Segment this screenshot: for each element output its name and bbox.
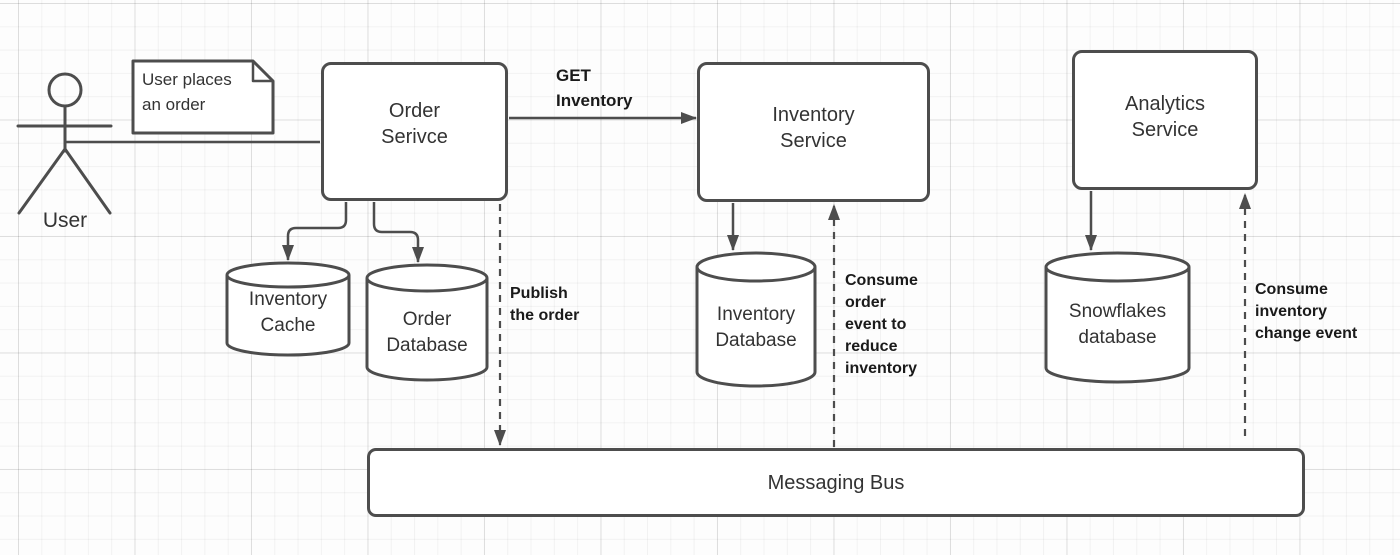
consume-inventory-change-edge-label: Consume inventory change event: [1255, 281, 1358, 342]
snowflakes-database-label: Snowflakes database: [1068, 300, 1167, 348]
snowflakes-database-cylinder[interactable]: [1044, 251, 1191, 384]
inventory-service-node[interactable]: Inventory Service: [697, 62, 930, 202]
note-shape[interactable]: [131, 59, 275, 135]
order-service-label: Order Serivce: [381, 99, 448, 148]
inventory-database-label: Inventory Database: [715, 303, 797, 351]
inventory-cache-label: Inventory Cache: [248, 289, 328, 336]
edge-order-service-inventory-cache[interactable]: [282, 202, 348, 261]
messaging-bus-node[interactable]: Messaging Bus: [367, 448, 1305, 517]
inventory-cache-cylinder[interactable]: [225, 261, 351, 357]
order-service-node[interactable]: Order Serivce: [321, 62, 508, 201]
inventory-service-label: Inventory Service: [772, 104, 855, 152]
analytics-service-label: Analytics Service: [1124, 93, 1206, 141]
publish-order-edge-label: Publish the order: [510, 285, 580, 324]
note-text: User places an order: [142, 70, 232, 114]
messaging-bus-label: Messaging Bus: [767, 471, 905, 494]
consume-order-edge-label: Consume order event to reduce inventory: [845, 272, 918, 377]
user-actor-label: User: [42, 209, 88, 232]
order-database-cylinder[interactable]: [365, 263, 489, 382]
order-database-label: Order Database: [386, 308, 468, 356]
user-actor-icon[interactable]: [16, 72, 113, 215]
edge-order-service-order-database[interactable]: [372, 202, 424, 263]
analytics-service-node[interactable]: Analytics Service: [1072, 50, 1258, 190]
get-inventory-edge-label: GET Inventory: [556, 66, 633, 110]
inventory-database-cylinder[interactable]: [695, 251, 817, 388]
